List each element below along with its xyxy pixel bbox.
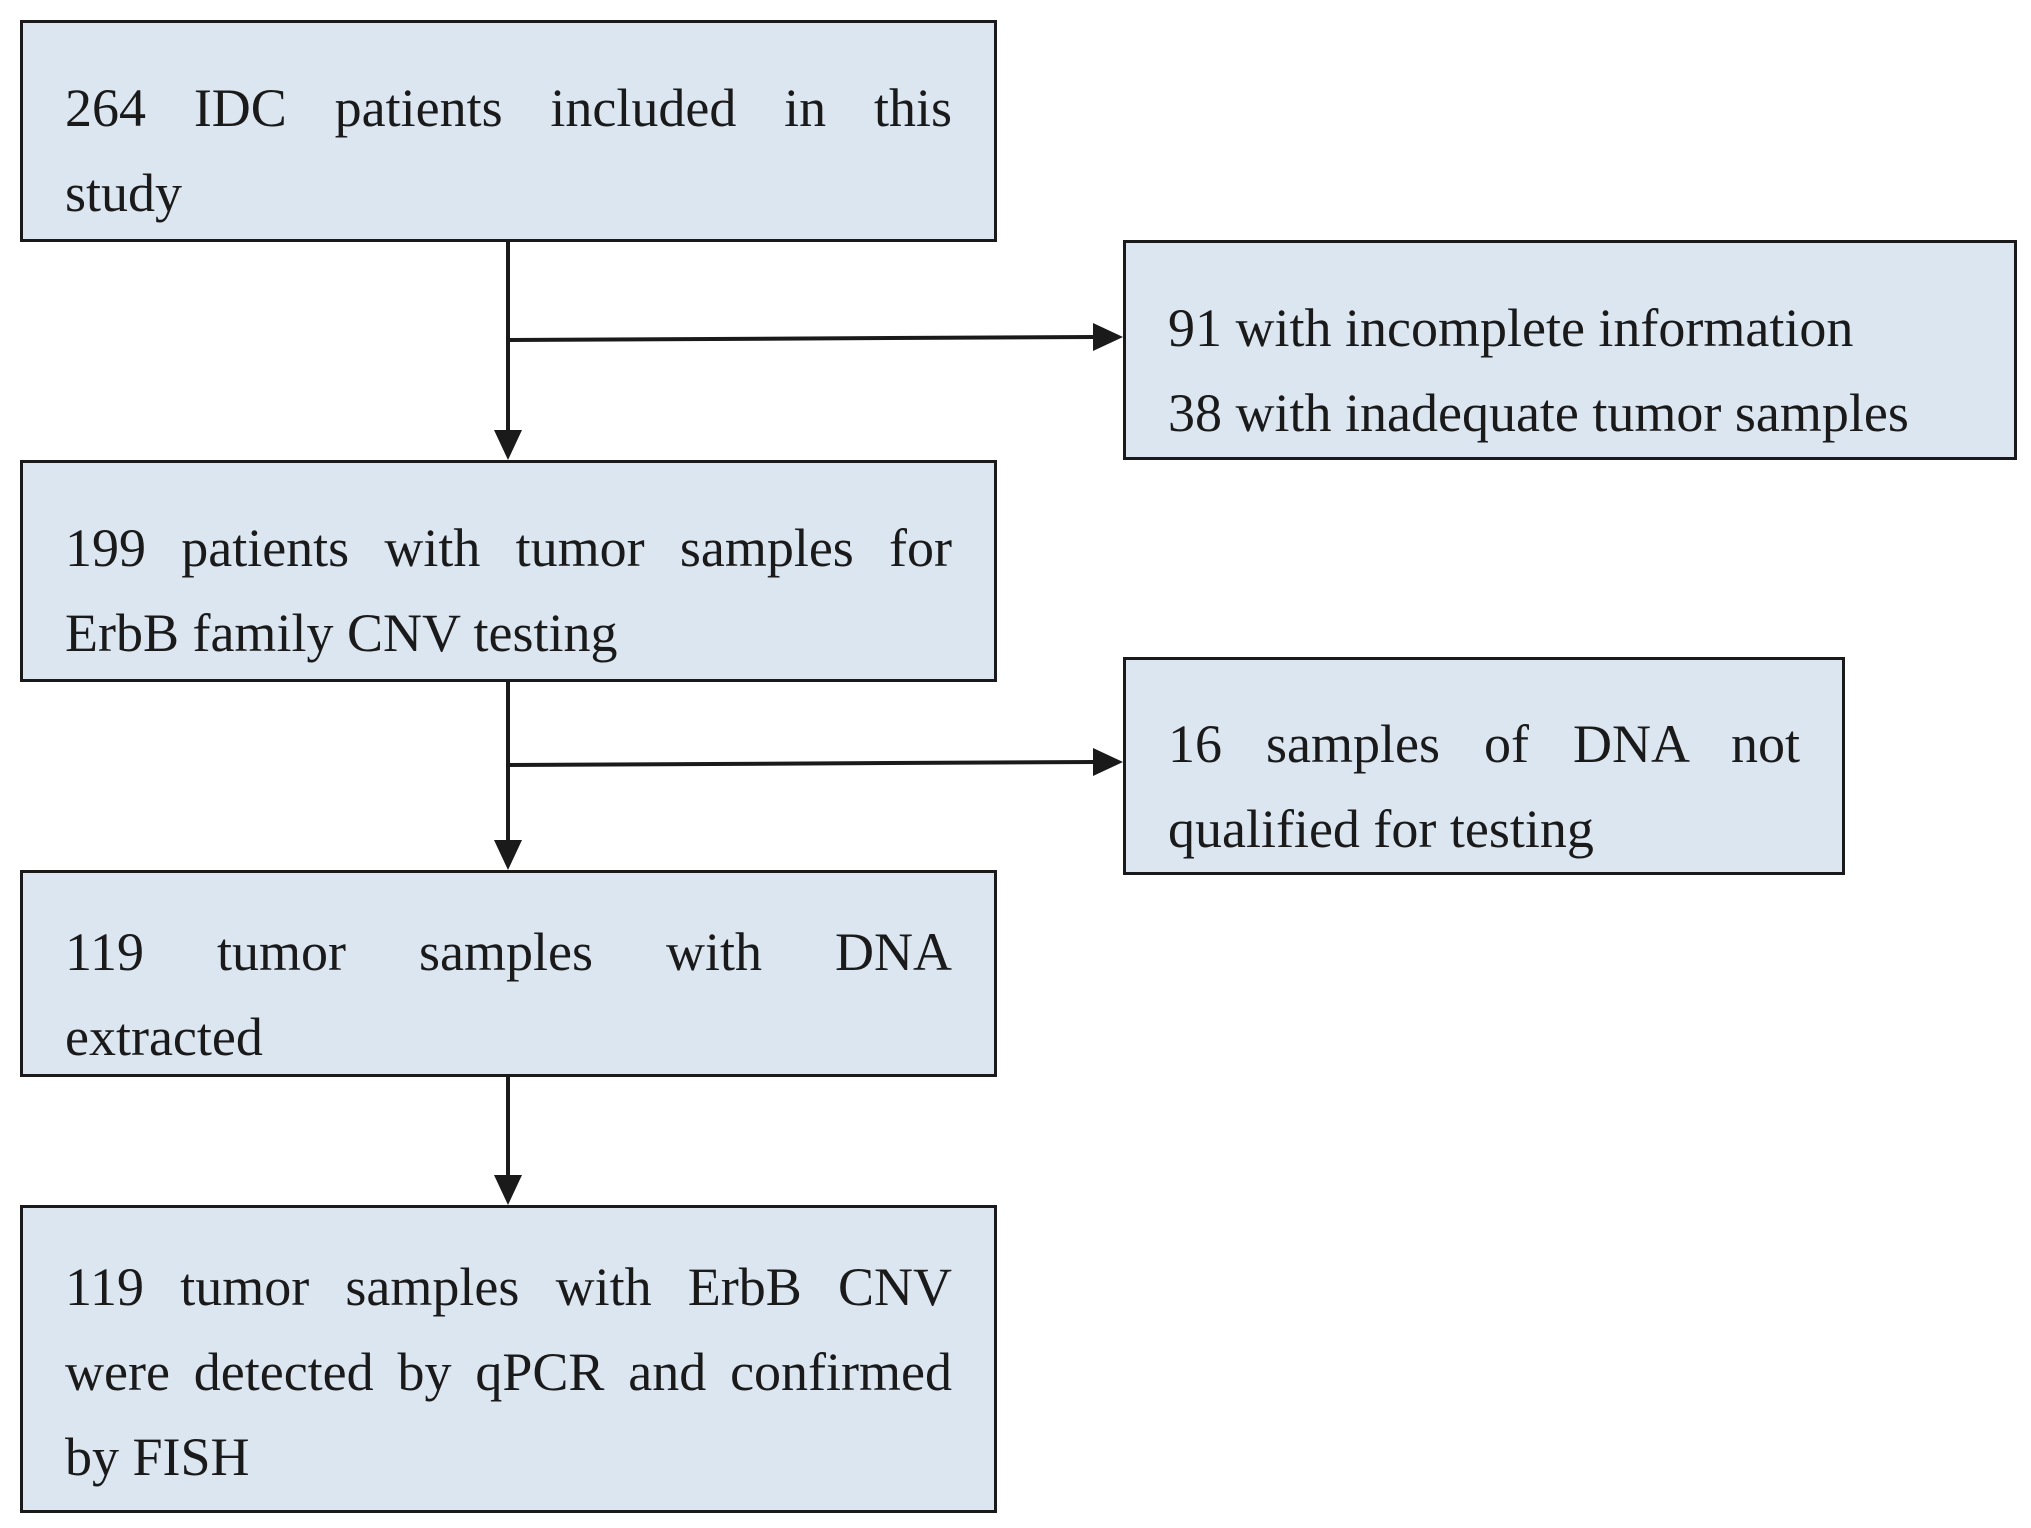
box-patients-included: 264 IDC patients included in this study — [20, 20, 997, 242]
box-line: were detected by qPCR and confirmed — [65, 1342, 952, 1402]
arrowhead-right-exclusion-1 — [1093, 323, 1123, 351]
box-line: 38 with inadequate tumor samples — [1168, 383, 1909, 443]
box-exclusion-incomplete: 91 with incomplete information 38 with i… — [1123, 240, 2017, 460]
box-line: by FISH — [65, 1427, 250, 1487]
box-cnv-confirmed: 119 tumor samples with ErbB CNV were det… — [20, 1205, 997, 1513]
connector-exclusion-2 — [507, 760, 1096, 767]
arrowhead-down-extracted — [494, 840, 522, 870]
box-line: study — [65, 163, 183, 223]
box-line: ErbB family CNV testing — [65, 603, 618, 663]
box-line: 91 with incomplete information — [1168, 298, 1854, 358]
box-line: qualified for testing — [1168, 799, 1594, 859]
box-line: 16 samples of DNA not — [1168, 714, 1800, 774]
box-exclusion-dna: 16 samples of DNA not qualified for test… — [1123, 657, 1845, 875]
arrowhead-down-confirmed — [494, 1175, 522, 1205]
arrowhead-right-exclusion-2 — [1093, 748, 1123, 776]
box-line: 264 IDC patients included in this — [65, 78, 952, 138]
box-dna-extracted: 119 tumor samples with DNA extracted — [20, 870, 997, 1077]
box-patients-tested: 199 patients with tumor samples for ErbB… — [20, 460, 997, 682]
box-line: extracted — [65, 1007, 263, 1067]
box-line: 199 patients with tumor samples for — [65, 518, 952, 578]
arrowhead-down-tested — [494, 430, 522, 460]
connector-exclusion-1 — [507, 335, 1096, 342]
box-line: 119 tumor samples with ErbB CNV — [65, 1257, 952, 1317]
box-line: 119 tumor samples with DNA — [65, 922, 952, 982]
